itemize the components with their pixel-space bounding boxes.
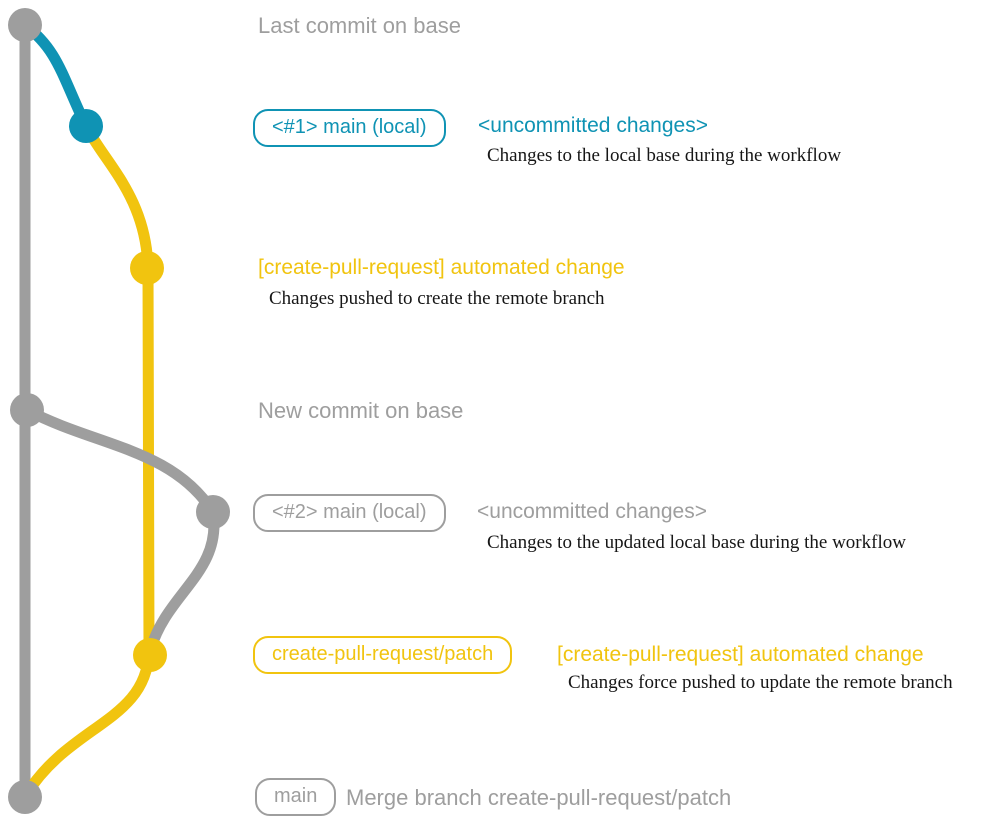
heading-automated-change-1: [create-pull-request] automated change (258, 256, 625, 279)
commit-dot-uncommitted-1 (69, 109, 103, 143)
heading-uncommitted-changes-1: <uncommitted changes> (478, 114, 708, 137)
branch-label-main: main (255, 778, 337, 816)
caption-local-base-changes-1: Changes to the local base during the wor… (487, 145, 842, 166)
commit-dot-automated-2 (133, 638, 167, 672)
commit-dot-last-base (8, 8, 42, 42)
caption-pushed-to-create-branch: Changes pushed to create the remote bran… (269, 288, 605, 309)
git-graph (8, 8, 230, 814)
commit-dot-automated-1 (130, 251, 164, 285)
label-new-commit-on-base: New commit on base (258, 398, 464, 423)
local-changes-branch-line-1 (19, 19, 92, 132)
heading-uncommitted-changes-2: <uncommitted changes> (477, 500, 707, 523)
label-last-commit-on-base: Last commit on base (258, 13, 461, 38)
rebase-into-patch-line (145, 506, 220, 654)
commit-dot-new-base (10, 393, 44, 427)
label-merge-branch: Merge branch create-pull-request/patch (346, 785, 732, 810)
heading-automated-change-2: [create-pull-request] automated change (557, 643, 924, 666)
updated-base-branch-line (21, 404, 219, 518)
branch-label-main-local-1: <#1> main (local) (253, 109, 446, 147)
commit-dot-merge (8, 780, 42, 814)
branch-label-main-local-2: <#2> main (local) (253, 494, 446, 532)
commit-dot-uncommitted-2 (196, 495, 230, 529)
caption-local-base-changes-2: Changes to the updated local base during… (487, 532, 906, 553)
caption-force-pushed-update-branch: Changes force pushed to update the remot… (568, 672, 953, 693)
patch-branch-line (20, 120, 155, 801)
branch-label-create-pull-request-patch: create-pull-request/patch (253, 636, 513, 674)
